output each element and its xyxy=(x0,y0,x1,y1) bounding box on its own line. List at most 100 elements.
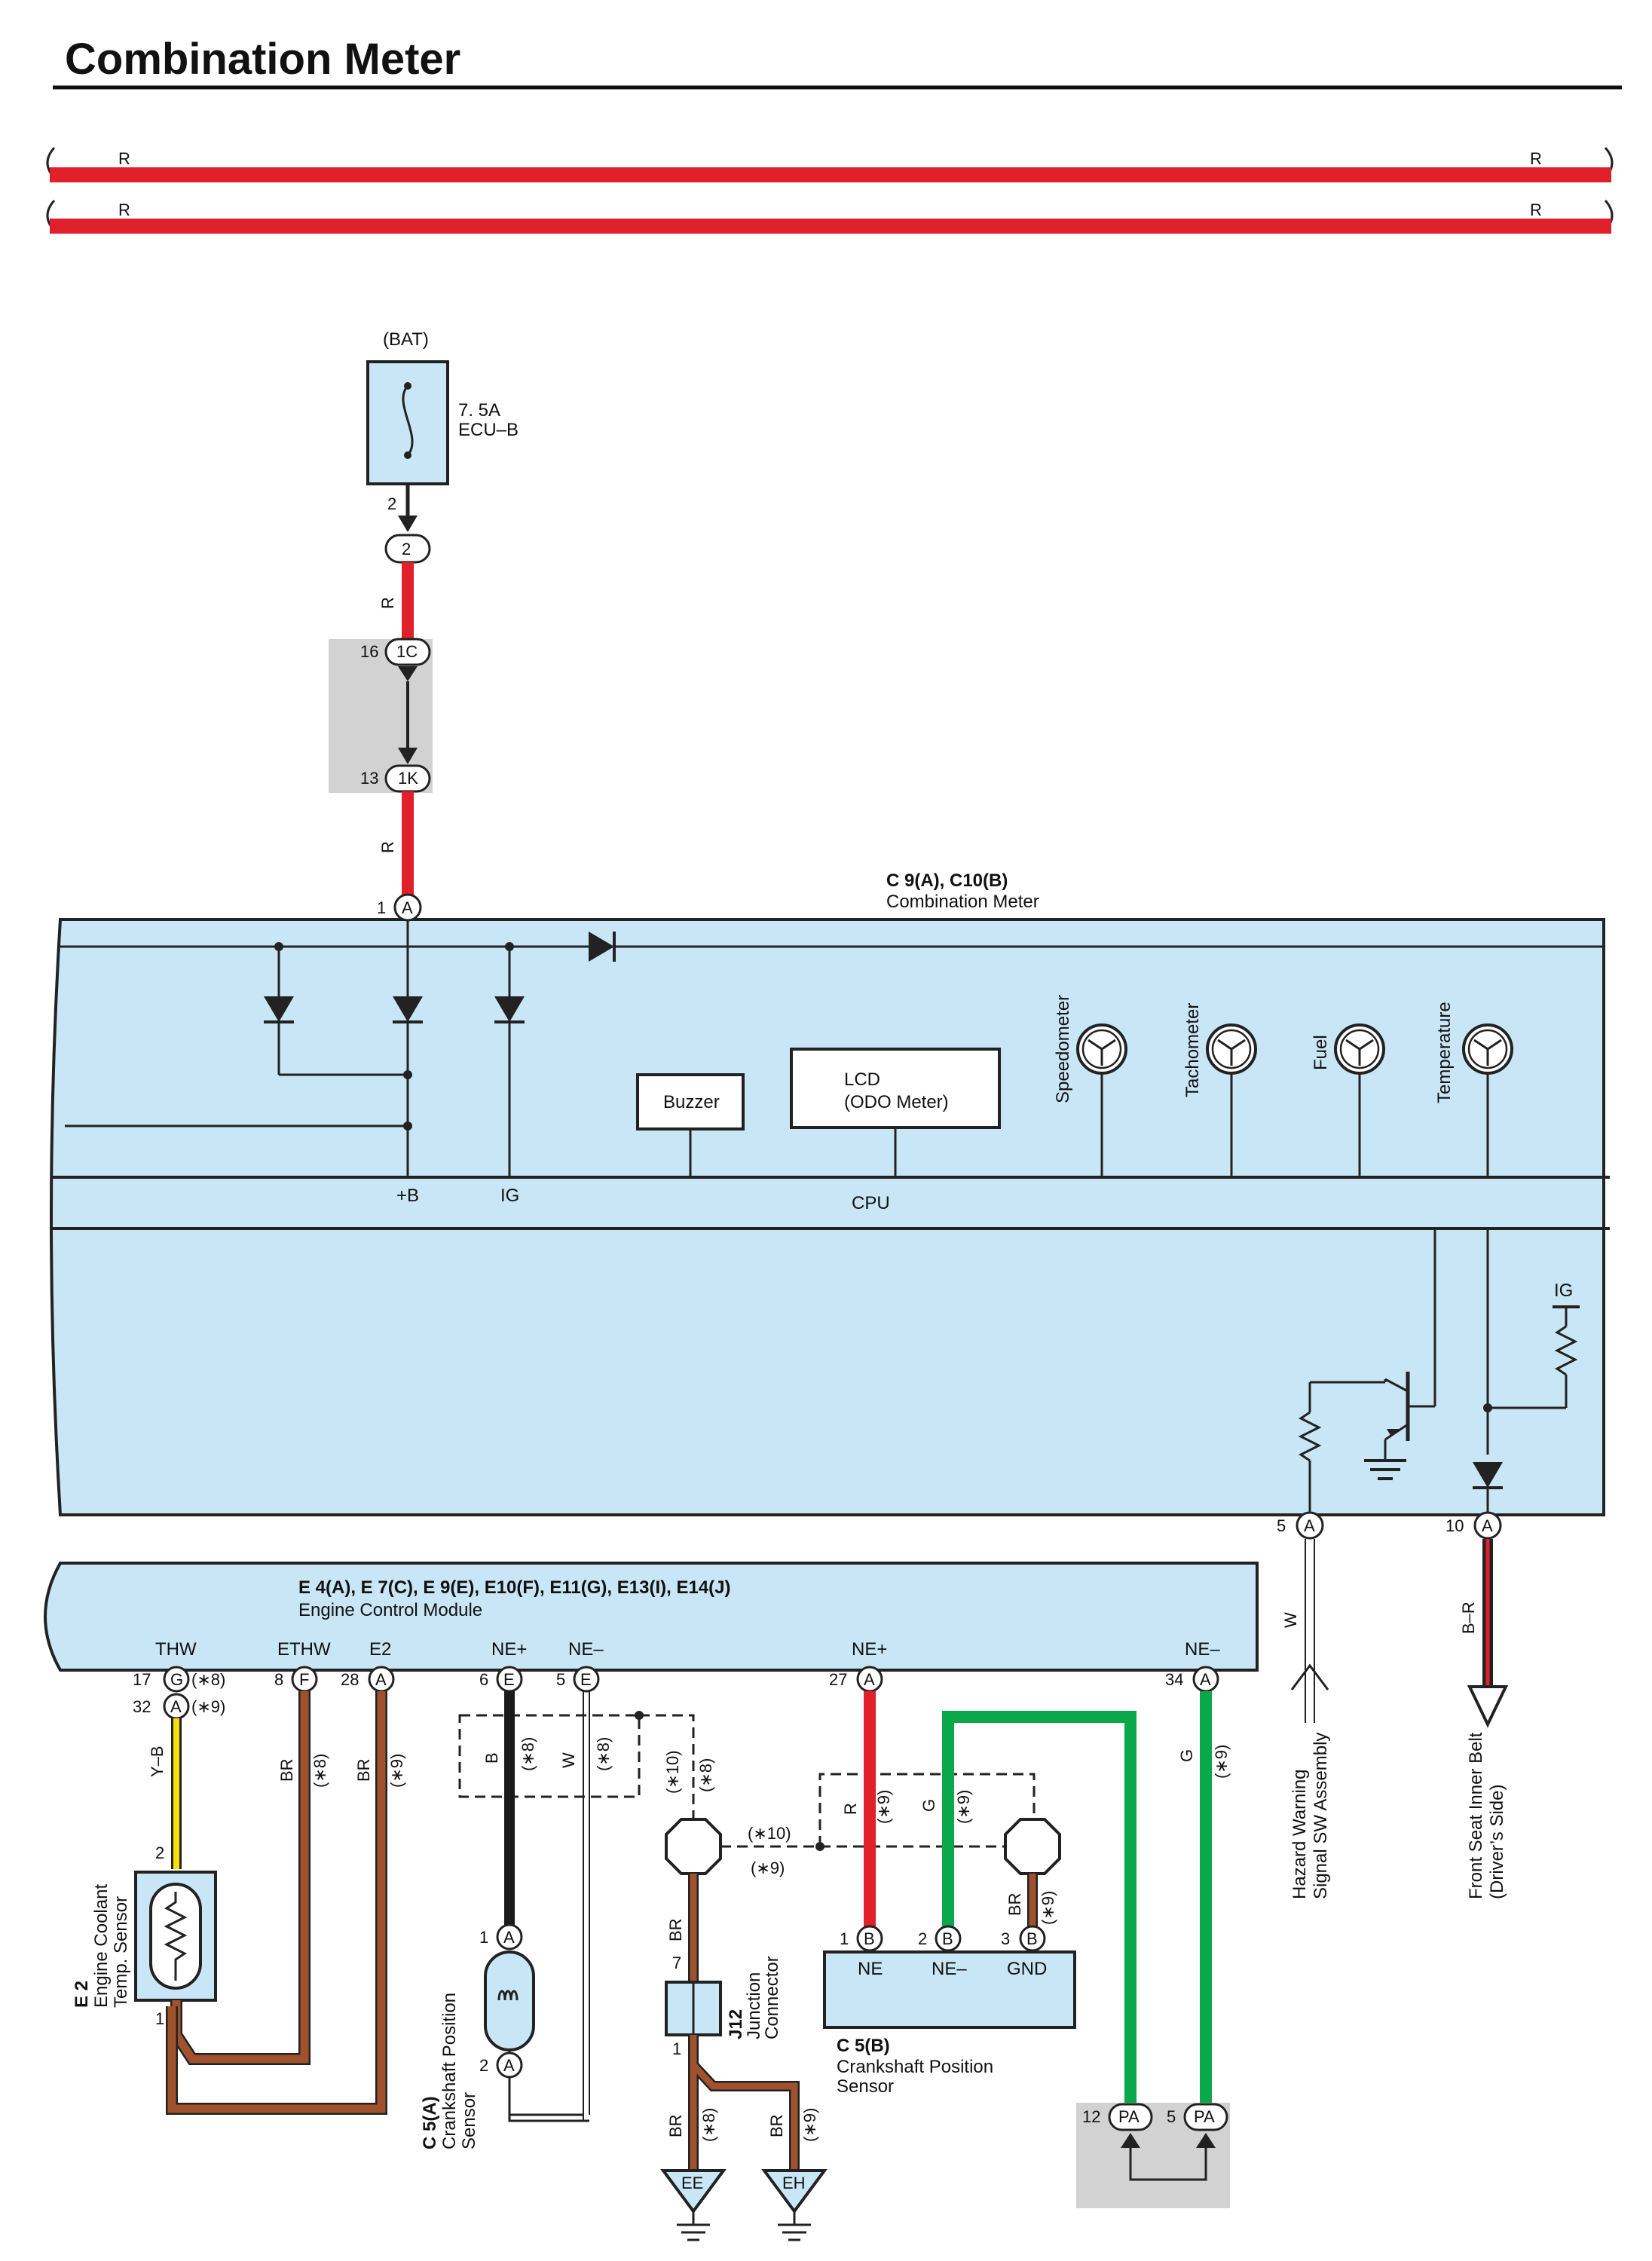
seatbelt-arrow xyxy=(1467,1685,1509,1728)
wire-br-c-label: BR xyxy=(1005,1892,1024,1916)
ecm-pin-28-num: 28 xyxy=(341,1670,359,1689)
c5b-pin-1-num: 1 xyxy=(840,1929,849,1948)
lcd-sublabel: (ODO Meter) xyxy=(844,1092,949,1112)
wire-br-c-note: (∗9) xyxy=(1039,1891,1057,1925)
c5b-nem: NE– xyxy=(932,1959,967,1979)
jb-conn-1k: 1K xyxy=(398,769,418,788)
fuse-pin: 2 xyxy=(387,494,396,513)
c5a-label-1: Crankshaft Position xyxy=(439,1993,460,2149)
meter-pin-5: 5 A xyxy=(1277,1511,1324,1540)
pa-pin-5-num: 5 xyxy=(1167,2107,1176,2126)
ecm-pin-34-num: 34 xyxy=(1165,1670,1183,1689)
wire-g-m-label: G xyxy=(1177,1749,1196,1762)
ecm-pin-32-note: (∗9) xyxy=(191,1697,225,1716)
resistor-ig xyxy=(1554,1325,1578,1376)
hazard-label-2: Signal SW Assembly xyxy=(1311,1733,1331,1899)
wire-br-b-label: BR xyxy=(354,1758,373,1782)
wire-br-eh-label: BR xyxy=(767,2114,786,2137)
c5b-pin-2-num: 2 xyxy=(918,1929,927,1948)
crankshaft-sensor-c5a xyxy=(484,1950,535,2051)
ecm-e2: E2 xyxy=(369,1639,391,1660)
meter-connector-a-in: 1 A xyxy=(377,893,422,922)
buzzer xyxy=(636,1073,745,1130)
c5a-pin-1-num: 1 xyxy=(479,1928,488,1947)
wire-w2-label: W xyxy=(559,1752,578,1768)
meter-pin-5-num: 5 xyxy=(1277,1516,1286,1535)
fuse-name: ECU–B xyxy=(458,420,519,440)
bus-label-top-right: R xyxy=(1530,149,1542,168)
c5b-ne: NE xyxy=(858,1959,883,1979)
engine-control-module xyxy=(44,1562,1259,1672)
meter-pin-5-conn: A xyxy=(1304,1516,1315,1535)
wire-br-j-label: BR xyxy=(666,1918,685,1941)
hazard-arrow xyxy=(1290,1663,1329,1690)
meter-pin-in: 1 xyxy=(377,898,386,917)
e2-label-1: Engine Coolant xyxy=(91,1884,112,2008)
c5b-pin-2-conn: B xyxy=(942,1929,953,1948)
meter-conn-in: A xyxy=(402,898,413,917)
bus-label-bottom-right: R xyxy=(1530,200,1542,219)
meter-name: Combination Meter xyxy=(886,892,1039,912)
e2-pin-2: 2 xyxy=(155,1843,164,1862)
ecm-pin-27-conn: A xyxy=(864,1670,875,1689)
junction-connector xyxy=(665,1981,722,2036)
connector-2-label: 2 xyxy=(402,540,411,558)
hazard-label-1: Hazard Warning xyxy=(1289,1769,1310,1899)
wire-br-b-note: (∗9) xyxy=(387,1754,406,1788)
combination-meter: +B IG CPU Buzzer LCD (ODO Meter) Speedom… xyxy=(50,904,1610,1516)
c5a-pin-1-conn: A xyxy=(503,1928,515,1947)
fuse-ecu-b: (BAT) 7. 5A ECU–B 2 xyxy=(366,329,519,532)
ecm-pin-5-num: 5 xyxy=(556,1670,565,1689)
ecm-nep2: NE+ xyxy=(852,1639,887,1660)
page-title: Combination Meter xyxy=(65,35,460,84)
jb-pin-16: 16 xyxy=(360,642,378,661)
shield-mid-note-10: (∗10) xyxy=(748,1824,791,1843)
speedometer-label: Speedometer xyxy=(1053,995,1073,1103)
junction-connector-1c: 16 1C xyxy=(360,638,431,666)
c5b-pin-3-num: 3 xyxy=(1001,1929,1010,1948)
wire-b-label: B xyxy=(482,1752,501,1764)
speedometer-gauge xyxy=(1076,1023,1127,1075)
ecm-pin-32-num: 32 xyxy=(133,1697,151,1716)
fuel-gauge xyxy=(1334,1023,1385,1075)
seatbelt-label-2: (Driver’s Side) xyxy=(1487,1785,1507,1899)
ecm-pin-32-conn: A xyxy=(170,1697,182,1716)
ecm-pin-17-num: 17 xyxy=(133,1670,151,1689)
wire-g-m-note: (∗9) xyxy=(1212,1745,1231,1779)
temperature-gauge xyxy=(1462,1023,1513,1075)
ecm-ethw: ETHW xyxy=(277,1639,331,1660)
wire-w-label: W xyxy=(1281,1612,1300,1628)
ecm-pin-28-conn: A xyxy=(375,1670,387,1689)
junction-pin-7: 7 xyxy=(672,1954,681,1972)
bus-label-bottom-left: R xyxy=(118,200,130,219)
fuse-source: (BAT) xyxy=(383,329,429,350)
transistor-ground xyxy=(1364,1459,1406,1480)
c5b-pin-3: 3 B xyxy=(1001,1925,1046,1952)
meter-cpu: CPU xyxy=(852,1193,890,1213)
shield-ground-right xyxy=(1004,1818,1061,1875)
tachometer-label: Tachometer xyxy=(1182,1003,1203,1097)
fuse-rating: 7. 5A xyxy=(458,400,500,421)
coolant-temp-sensor xyxy=(134,1871,217,2002)
ecm-pin-34-conn: A xyxy=(1200,1670,1211,1689)
wire-b-note: (∗8) xyxy=(519,1737,537,1771)
c5a-pin-2: 2 A xyxy=(479,2051,523,2079)
wire-yb-label: Y–B xyxy=(148,1745,167,1777)
ecm-name: Engine Control Module xyxy=(298,1600,482,1620)
wire-br-a-label: BR xyxy=(277,1758,296,1782)
ecm-thw: THW xyxy=(155,1639,197,1660)
shield-box xyxy=(458,1714,641,1798)
ecm-pin-27: 27 A xyxy=(829,1666,883,1693)
shield-note-10: (∗10) xyxy=(663,1750,682,1794)
pa-pin-12: 12 PA xyxy=(1082,2103,1153,2131)
e2-pin-1: 1 xyxy=(155,2009,164,2028)
resistor-hazard xyxy=(1298,1411,1322,1462)
temperature-label: Temperature xyxy=(1434,1002,1455,1103)
lcd-label: LCD xyxy=(844,1069,880,1090)
wire-br-eh-note: (∗9) xyxy=(800,2108,819,2142)
ecm-pin-8-num: 8 xyxy=(274,1670,283,1689)
c5b-label-2: Sensor xyxy=(837,2076,894,2097)
e2-label-2: Temp. Sensor xyxy=(111,1896,131,2008)
ecm-id: E 4(A), E 7(C), E 9(E), E10(F), E11(G), … xyxy=(298,1577,730,1598)
